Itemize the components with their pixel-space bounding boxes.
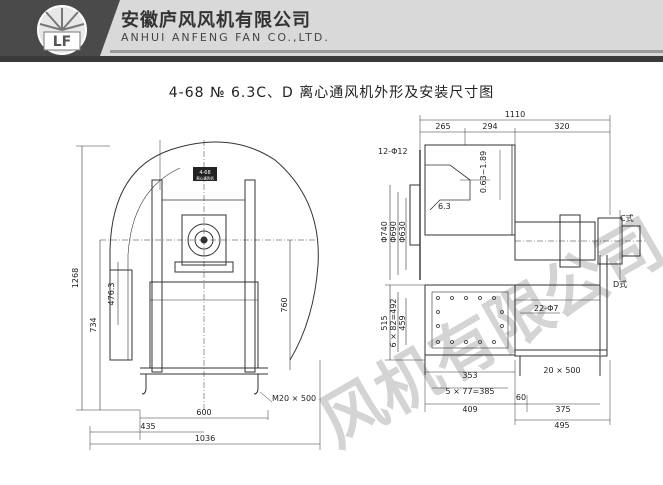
dim-22-holes: 22-Φ7: [534, 304, 558, 313]
dim-375: 375: [555, 405, 570, 414]
dim-1110: 1110: [505, 110, 525, 119]
dim-1036: 1036: [195, 434, 215, 443]
nameplate: 4-68 离心通风机: [193, 167, 217, 181]
dim-6-3: 6.3: [438, 202, 451, 211]
svg-text:LF: LF: [53, 34, 71, 50]
dim-265: 265: [435, 122, 450, 131]
svg-text:离心通风机: 离心通风机: [196, 176, 214, 181]
company-name-cn: 安徽庐风风机有限公司: [121, 10, 311, 31]
dim-409: 409: [462, 405, 477, 414]
dim-20x500: 20 × 500: [543, 366, 580, 375]
left-front-view: [76, 140, 321, 450]
dim-phi630: Φ630: [398, 221, 407, 243]
dim-600: 600: [196, 408, 211, 417]
dim-353: 353: [462, 371, 477, 380]
right-dimension-labels: 1110 265 294 320 12-Φ12 0.63~1.89 6.3 Φ7…: [378, 110, 634, 430]
dim-459: 459: [398, 315, 407, 330]
dim-294: 294: [482, 122, 497, 131]
dim-m20: M20 × 500: [272, 394, 316, 403]
dim-1268: 1268: [71, 268, 80, 288]
dim-515: 515: [380, 315, 389, 330]
dim-phi690: Φ690: [389, 221, 398, 243]
drawing-title: 4-68 № 6.3C、D 离心通风机外形及安装尺寸图: [168, 85, 495, 101]
dim-wall: 0.63~1.89: [479, 151, 488, 193]
label-c-type: C式: [620, 213, 634, 223]
dim-435: 435: [140, 422, 155, 431]
dim-60: 60: [516, 393, 526, 402]
svg-text:4-68: 4-68: [199, 170, 210, 176]
dim-385: 5 × 77=385: [445, 387, 494, 396]
company-logo-icon: LF: [37, 5, 87, 55]
company-name-en: ANHUI ANFENG FAN CO.,LTD.: [121, 31, 330, 44]
company-header: LF 安徽庐风风机有限公司 ANHUI ANFENG FAN CO.,LTD.: [0, 0, 663, 62]
dim-476-3: 476.3: [107, 283, 116, 306]
dim-320: 320: [554, 122, 569, 131]
dim-495: 495: [554, 421, 569, 430]
dim-phi740: Φ740: [380, 221, 389, 243]
dim-12-holes: 12-Φ12: [378, 147, 408, 156]
label-d-type: D式: [613, 279, 627, 289]
left-dimension-labels: 1268 734 476.3 760 600 435 1036 M20 × 50…: [71, 268, 316, 443]
dim-734: 734: [89, 317, 98, 332]
dim-760: 760: [280, 297, 289, 312]
right-side-view: [385, 115, 645, 425]
dim-492: 6 × 82=492: [389, 298, 398, 347]
